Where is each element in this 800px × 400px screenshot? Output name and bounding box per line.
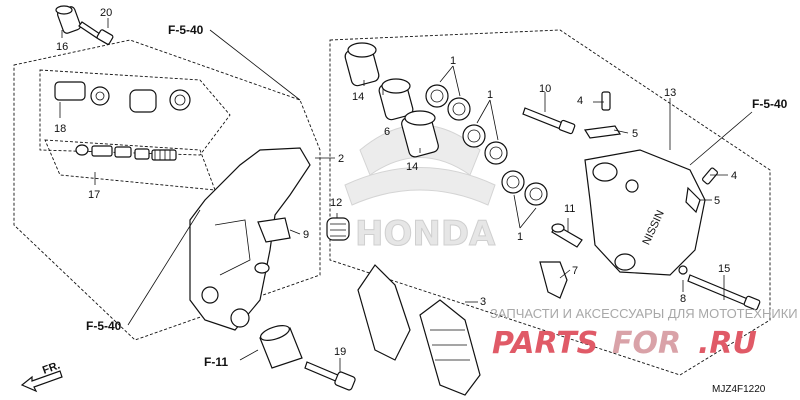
brake-pads-part-3 (357, 264, 481, 396)
pin-kit-outline (39, 69, 231, 156)
callout-1a: 1 (450, 55, 456, 67)
boot-part-12 (326, 217, 350, 241)
leader-lines (59, 18, 753, 372)
pin-set-part-18 (54, 81, 191, 113)
ref-f540-right: F-5-40 (752, 97, 788, 111)
callout-19: 19 (334, 346, 346, 358)
callout-2: 2 (338, 153, 344, 165)
cap-part-5a (583, 125, 622, 139)
callout-9: 9 (303, 229, 309, 241)
piston-part-14a (344, 42, 380, 87)
callout-17: 17 (88, 189, 100, 201)
assembly-outline-left (13, 39, 321, 341)
callout-14a: 14 (352, 91, 364, 103)
callout-14b: 14 (406, 161, 418, 173)
callout-15: 15 (718, 263, 730, 275)
cap-part-5b (685, 186, 701, 214)
brand-watermark-part-c: .RU (698, 326, 757, 361)
collar-part-16 (55, 5, 82, 34)
callout-18: 18 (54, 123, 66, 135)
spring-part-7 (539, 261, 568, 299)
callout-10: 10 (539, 83, 551, 95)
piston-part-6 (378, 78, 414, 121)
bolt-part-20 (78, 21, 114, 45)
callout-16: 16 (56, 41, 68, 53)
callout-1c: 1 (517, 231, 523, 243)
bolt-kit-outline (44, 139, 216, 191)
callout-12: 12 (330, 197, 342, 209)
piston-part-14b (401, 110, 439, 158)
pin-bolt-part-10 (522, 107, 576, 135)
bolt-set-part-17 (75, 144, 177, 161)
ref-f540-left: F-5-40 (86, 319, 122, 333)
honda-watermark-text: HONDA (355, 214, 496, 254)
caliper-body-part-13: NISSIN (584, 149, 706, 276)
brand-watermark: PARTS FOR .RU (492, 326, 757, 361)
callout-11: 11 (564, 203, 575, 215)
front-arrow-icon: FR. (20, 359, 63, 393)
callout-4a: 4 (577, 95, 583, 107)
callout-3: 3 (480, 296, 486, 308)
honda-watermark: HONDA (344, 124, 497, 255)
caliper-bracket-part-2 (189, 147, 311, 331)
bleeder-part-4a (601, 91, 611, 111)
callout-5b: 5 (714, 195, 720, 207)
ref-f11: F-11 (204, 355, 228, 369)
washer-part-8 (678, 265, 688, 275)
clip-part-9 (257, 217, 291, 243)
callout-8: 8 (680, 293, 686, 305)
callout-5a: 5 (632, 128, 638, 140)
brand-watermark-part-b: FOR (612, 326, 681, 361)
assembly-outline-right (329, 29, 771, 376)
ref-f540-top: F-5-40 (168, 23, 204, 37)
bleeder-part-4b (702, 167, 718, 185)
callout-1b: 1 (487, 89, 493, 101)
collar-part-f11 (259, 325, 303, 369)
brand-watermark-part-a: PARTS (492, 326, 598, 361)
bolt-part-19 (304, 361, 356, 391)
callout-13: 13 (664, 87, 676, 99)
seal-set-part-1 (425, 84, 548, 206)
callout-7: 7 (572, 265, 578, 277)
callout-20: 20 (100, 7, 112, 19)
bolt-part-15 (687, 274, 761, 311)
diagram-code: MJZ4F1220 (712, 384, 766, 395)
callout-6: 6 (384, 126, 390, 138)
site-watermark-text: ЗАПЧАСТИ И АКСЕССУАРЫ ДЛЯ МОТОТЕХНИКИ (490, 306, 798, 321)
front-arrow-label: FR. (41, 359, 62, 376)
pin-part-11 (551, 223, 583, 248)
callout-4b: 4 (731, 170, 737, 182)
